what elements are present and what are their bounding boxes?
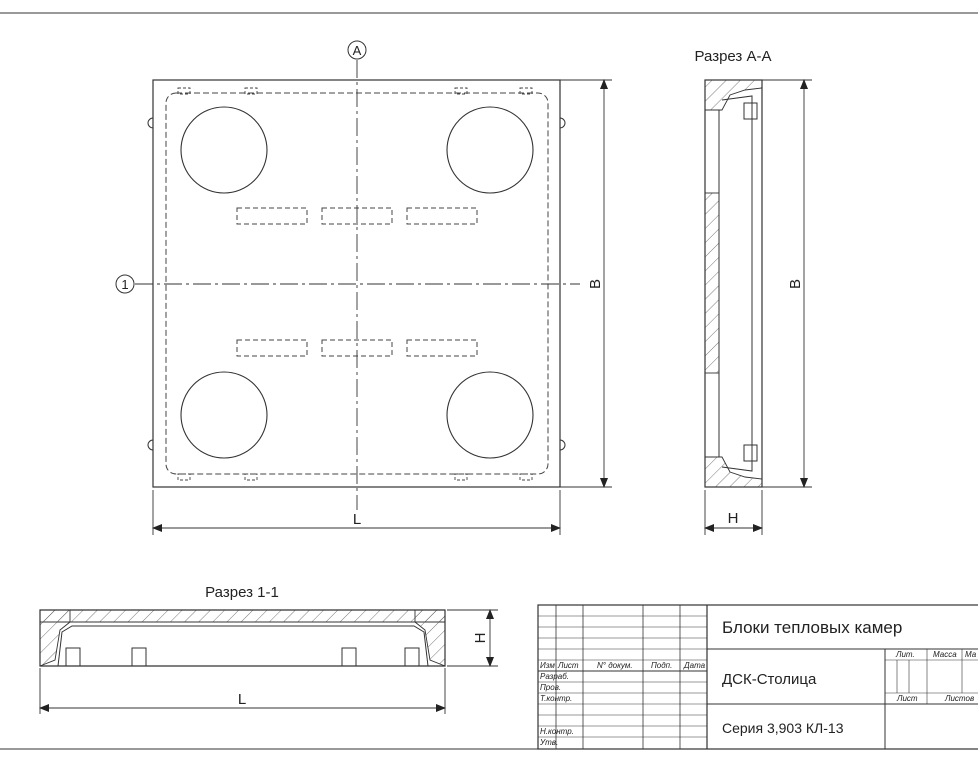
- row-label-nkontr: Н.контр.: [540, 727, 574, 736]
- section-11-title: Разрез 1-1: [205, 584, 279, 601]
- section-aa-dim-h-label: H: [728, 510, 739, 527]
- section-aa-hatch-bottom: [704, 456, 763, 488]
- col-header-sign: Подп.: [651, 661, 672, 670]
- section-aa-dim-b-label: B: [787, 279, 804, 289]
- section-11-dimension-l: [39, 668, 446, 714]
- scale-label: Ма: [965, 650, 977, 659]
- plan-dim-b-label: B: [587, 279, 604, 289]
- row-label-razrab: Разраб.: [540, 672, 569, 681]
- drawing-title: Блоки тепловых камер: [722, 618, 902, 637]
- axis-1-label: 1: [121, 277, 128, 292]
- plan-dimension-l: [152, 490, 561, 535]
- rim-notches: [177, 87, 533, 481]
- center-lines: [135, 60, 580, 510]
- section-11-inserts: [65, 647, 420, 667]
- section-11-outline: [39, 609, 446, 667]
- axis-a-label: A: [353, 43, 362, 58]
- row-label-utv: Утв.: [539, 738, 558, 747]
- row-label-tkontr: Т.контр.: [540, 694, 572, 703]
- section-aa-hatch-wall: [704, 192, 720, 374]
- section-11-dimension-h: [447, 609, 498, 667]
- plan-outline: [152, 79, 561, 488]
- section-11-hatch-top: [39, 609, 446, 623]
- col-header-date: Дата: [683, 661, 706, 670]
- row-label-prov: Пров.: [540, 683, 561, 692]
- sheets-label: Листов: [944, 694, 974, 703]
- sheet-label: Лист: [896, 694, 918, 703]
- section-11-dim-h-label: H: [472, 633, 489, 644]
- section-aa: Разрез А-А B H: [695, 48, 812, 535]
- section-aa-insert-bottom: [743, 444, 758, 462]
- axis-marker-1: 1: [115, 274, 135, 294]
- col-header-list: Лист: [557, 661, 579, 670]
- section-aa-insert-top: [743, 102, 758, 120]
- mass-label: Масса: [933, 650, 957, 659]
- title-block: [537, 604, 978, 750]
- organization-name: ДСК-Столица: [722, 671, 817, 688]
- section-11: Разрез 1-1 L H: [39, 584, 498, 714]
- title-block-text: Изм Лист N° докум. Подп. Дата Разраб. Пр…: [539, 618, 977, 747]
- series-name: Серия 3,903 КЛ-13: [722, 720, 844, 736]
- section-aa-dimension-b: [762, 79, 812, 488]
- plan-dimension-b: [560, 79, 612, 488]
- axis-marker-a: A: [347, 40, 367, 60]
- plan-dim-l-label: L: [353, 511, 361, 528]
- col-header-doc: N° докум.: [597, 661, 633, 670]
- sheet-frame: [0, 12, 978, 750]
- section-11-dim-l-label: L: [238, 691, 246, 708]
- plan-view: A 1 L B: [115, 40, 612, 535]
- circular-openings: [180, 106, 534, 459]
- section-aa-dimension-h: [704, 490, 763, 535]
- lit-label: Лит.: [895, 650, 915, 659]
- col-header-izm: Изм: [540, 661, 555, 670]
- section-aa-title: Разрез А-А: [695, 48, 772, 65]
- lifting-lugs: [147, 117, 566, 451]
- section-aa-hatch-top: [704, 79, 763, 111]
